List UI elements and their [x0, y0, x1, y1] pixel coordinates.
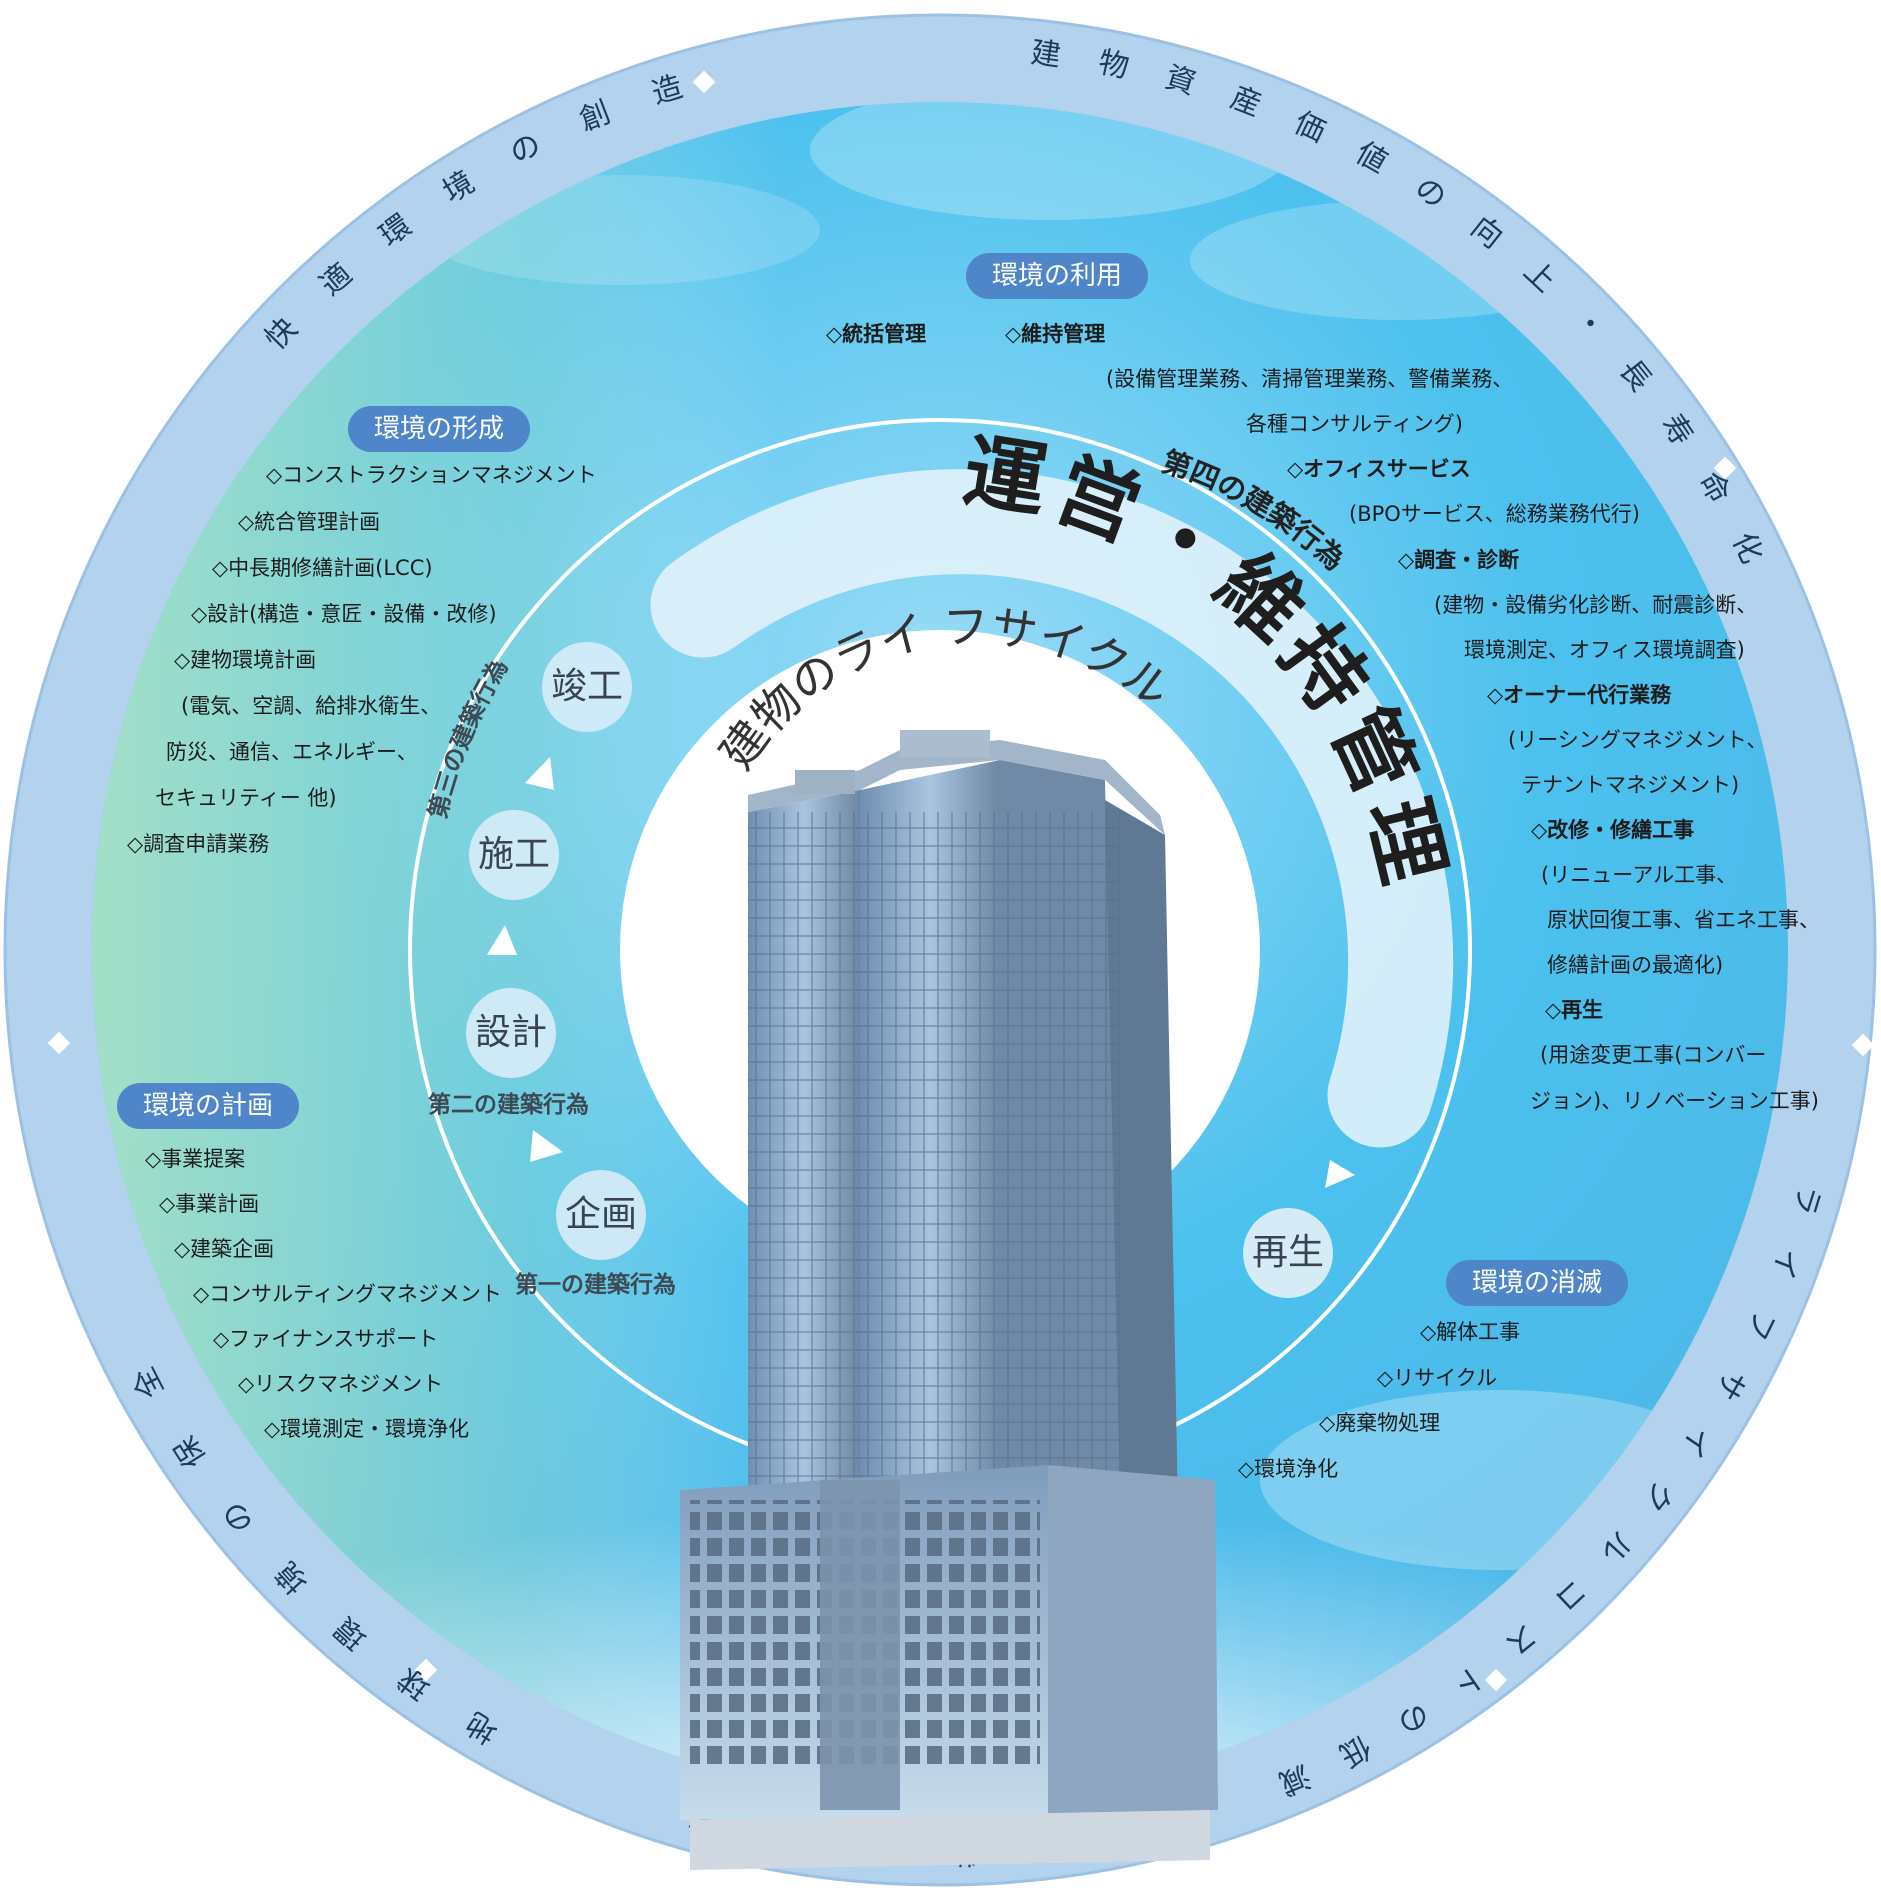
arrow-kikaku-sekkei — [530, 1130, 563, 1162]
stage-seko: 施工 — [469, 810, 559, 900]
keisei-item: ◇コンストラクションマネジメント — [266, 463, 597, 487]
riyo-item: ◇統括管理 — [826, 322, 927, 346]
keikaku-item: ◇ファイナンスサポート — [213, 1327, 439, 1351]
riyo-item: ◇調査・診断 — [1398, 548, 1520, 572]
riyo-item: (BPOサービス、総務業務代行) — [1349, 502, 1640, 526]
keisei-item: セキュリティー 他) — [155, 786, 337, 810]
keisei-item: ◇中長期修繕計画(LCC) — [212, 556, 433, 580]
keisei-item: 防災、通信、エネルギー、 — [166, 740, 418, 764]
shometsu-item: ◇リサイクル — [1377, 1366, 1498, 1390]
stage-sekkei-sub: 第二の建築行為 — [428, 1092, 589, 1118]
riyo-item: ◇オーナー代行業務 — [1487, 683, 1672, 707]
riyo-item: (用途変更工事(コンバー — [1540, 1043, 1767, 1067]
arrow-seko-shunko — [525, 757, 554, 790]
keikaku-item: ◇建築企画 — [174, 1237, 275, 1261]
keikaku-item: ◇事業提案 — [145, 1147, 246, 1171]
section-shometsu-title: 環境の消滅 — [1446, 1260, 1629, 1306]
stage-saisei: 再生 — [1243, 1208, 1333, 1298]
riyo-item: ジョン)、リノベーション工事) — [1530, 1089, 1819, 1113]
shometsu-item: ◇廃棄物処理 — [1319, 1411, 1441, 1435]
keikaku-item: ◇リスクマネジメント — [238, 1372, 444, 1396]
arrow-to-saisei — [1325, 1160, 1355, 1188]
riyo-item: 修繕計画の最適化) — [1547, 953, 1724, 977]
riyo-item: テナントマネジメント) — [1521, 773, 1740, 797]
skyscraper-illustration — [680, 730, 1218, 1870]
stage-kikaku-sub: 第一の建築行為 — [515, 1272, 676, 1298]
outer-ring-edge — [3, 13, 1877, 1887]
riyo-item: (設備管理業務、清掃管理業務、警備業務、 — [1106, 367, 1514, 391]
keikaku-item: ◇環境測定・環境浄化 — [264, 1417, 470, 1441]
riyo-item: (建物・設備劣化診断、耐震診断、 — [1434, 593, 1758, 617]
keikaku-item: ◇コンサルティングマネジメント — [193, 1282, 502, 1306]
shometsu-item: ◇環境浄化 — [1238, 1457, 1339, 1481]
keisei-item: ◇調査申請業務 — [127, 832, 270, 856]
keikaku-item: ◇事業計画 — [159, 1192, 260, 1216]
riyo-item: ◇オフィスサービス — [1287, 457, 1471, 481]
flow-arrows — [487, 757, 1355, 1188]
section-keikaku-title: 環境の計画 — [117, 1083, 300, 1129]
riyo-item: ◇改修・修繕工事 — [1531, 818, 1695, 842]
riyo-item: ◇維持管理 — [1005, 322, 1106, 346]
riyo-item: (リーシングマネジメント、 — [1508, 728, 1768, 752]
keisei-item: ◇統合管理計画 — [238, 510, 381, 534]
riyo-item: 環境測定、オフィス環境調査) — [1464, 638, 1745, 662]
maintenance-band — [650, 469, 1454, 1148]
shometsu-item: ◇解体工事 — [1420, 1320, 1521, 1344]
riyo-item: (リニューアル工事、 — [1541, 863, 1738, 887]
section-keisei-title: 環境の形成 — [348, 406, 531, 452]
keisei-item: ◇設計(構造・意匠・設備・改修) — [191, 602, 497, 626]
section-riyo-title: 環境の利用 — [966, 253, 1149, 299]
keisei-item: (電気、空調、給排水衛生、 — [181, 694, 442, 718]
stage-kikaku: 企画 — [556, 1170, 646, 1260]
stage-shunko: 竣工 — [542, 642, 632, 732]
riyo-item: 原状回復工事、省エネ工事、 — [1547, 908, 1820, 932]
arrow-sekkei-seko — [487, 925, 517, 955]
riyo-item: 各種コンサルティング) — [1246, 412, 1463, 436]
riyo-item: ◇再生 — [1545, 998, 1604, 1022]
stage-sekkei: 設計 — [466, 988, 556, 1078]
keisei-item: ◇建物環境計画 — [174, 648, 317, 672]
